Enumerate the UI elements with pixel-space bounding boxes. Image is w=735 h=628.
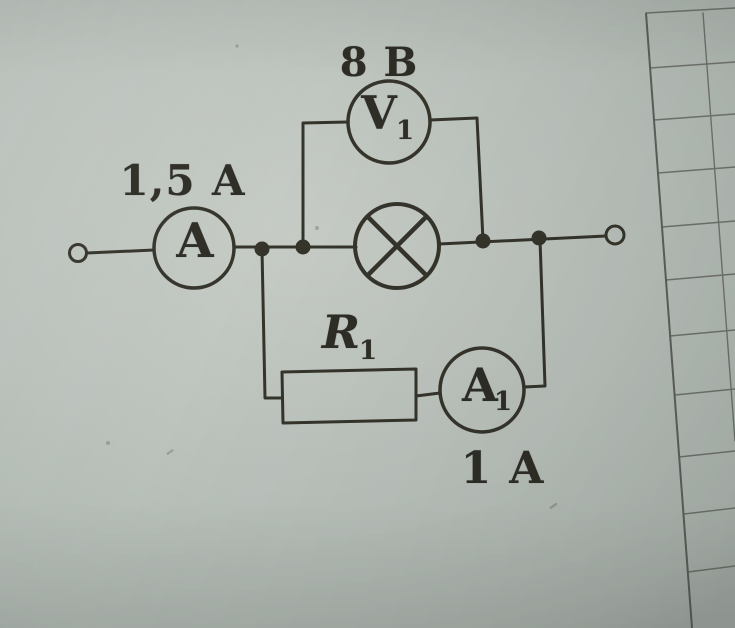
- junction-dot: [475, 233, 491, 249]
- right-terminal-icon: [604, 224, 626, 246]
- wire-branch-right: [522, 237, 547, 389]
- wire-resistor-left: [260, 247, 284, 400]
- left-terminal-icon: [68, 243, 88, 263]
- resistor-icon: [280, 367, 418, 425]
- branch-ammeter-symbol: А: [461, 358, 499, 412]
- page-edge: [645, 12, 693, 628]
- junction-dots: [254, 230, 547, 257]
- voltmeter-reading-label: 8 В: [339, 39, 419, 86]
- wire-voltmeter-left: [301, 120, 350, 249]
- voltmeter-icon: [346, 79, 432, 165]
- branch-ammeter-icon: [438, 346, 526, 434]
- junction-dot: [295, 239, 311, 255]
- lamp-icon: [353, 202, 441, 290]
- wire-voltmeter-right: [428, 116, 485, 242]
- lamp-cross-2: [365, 214, 429, 278]
- squared-paper-grid: [645, 7, 735, 573]
- resistor-symbol: R: [321, 305, 361, 359]
- branch-ammeter-reading-label: 1 А: [460, 443, 546, 494]
- resistor-index: 1: [358, 336, 378, 366]
- main-ammeter-reading-label: 1,5 А: [119, 156, 247, 205]
- branch-ammeter-index: 1: [493, 387, 513, 417]
- junction-dot: [531, 230, 547, 246]
- circuit-wiring: [68, 79, 626, 434]
- wire-mid-right: [437, 234, 608, 246]
- paper-specks: [106, 44, 558, 509]
- main-ammeter-symbol: А: [175, 213, 215, 269]
- wire-resistor-to-ammeter: [414, 391, 442, 398]
- voltmeter-index: 1: [395, 116, 415, 146]
- wire-left: [85, 248, 156, 255]
- junction-dot: [254, 241, 270, 257]
- voltmeter-symbol: V: [361, 86, 397, 140]
